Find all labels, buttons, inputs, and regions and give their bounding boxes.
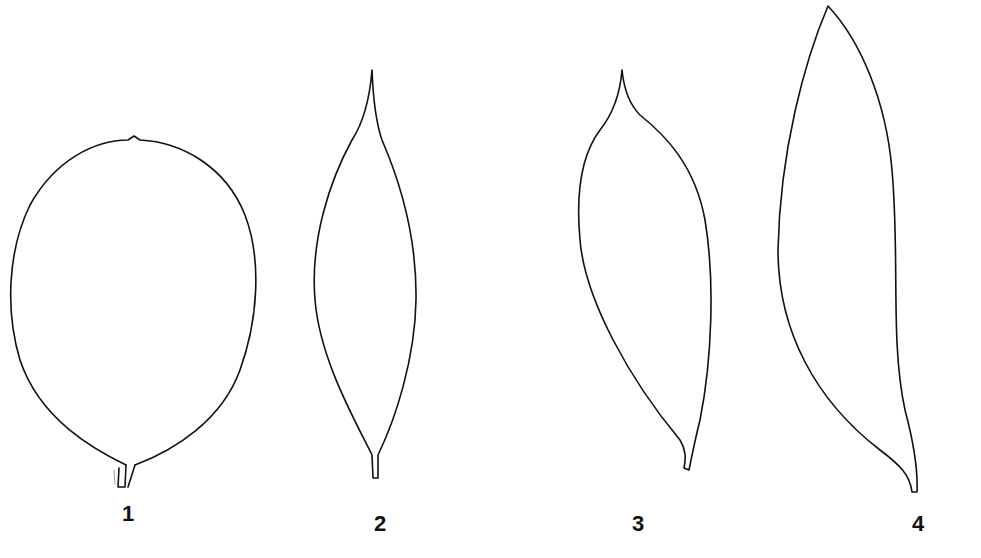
leaf-petiole-shade (114, 470, 115, 484)
callout-number: 3 (632, 513, 644, 535)
callout-number: 4 (912, 513, 924, 535)
callout-number: 2 (374, 513, 386, 535)
callout-number: 1 (122, 503, 134, 525)
leaf-elliptic (579, 70, 711, 470)
leaf-ovate (314, 70, 416, 478)
leaf-round (11, 136, 256, 465)
leaf-petiole (118, 465, 135, 487)
leaf-lanceolate (778, 6, 917, 492)
